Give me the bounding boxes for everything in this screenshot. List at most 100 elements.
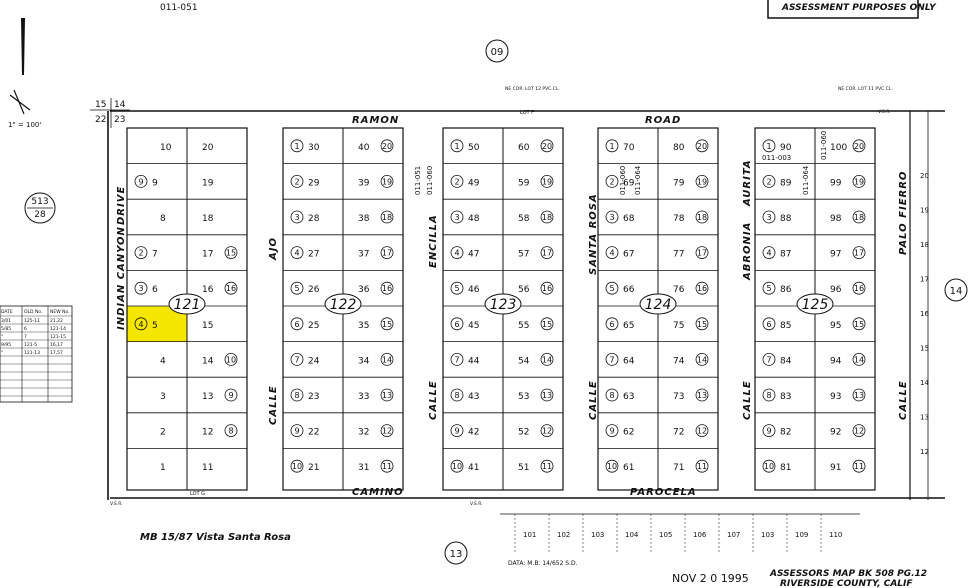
block-label-oval [168, 293, 206, 315]
block-label-oval [484, 293, 522, 315]
parcel-circle [605, 210, 619, 224]
parcel-circle-number: 14 [382, 355, 392, 364]
street-encilla: ENCILLA [428, 214, 439, 268]
page-circle-right: 14 [944, 278, 968, 302]
parcel-circle-number: 20 [382, 142, 392, 151]
legend-cell: 17,57 [50, 350, 63, 356]
parcel-circle-number: 17 [382, 249, 392, 258]
parcel-circle [852, 210, 866, 224]
parcel-circle [540, 317, 554, 331]
parcel-circle-number: 6 [609, 320, 614, 329]
legend-cell: 3/01 [1, 318, 11, 324]
subdivision-label: MB 15/87 Vista Santa Rosa [140, 532, 291, 543]
parcel-circle [605, 459, 619, 473]
lot-number: 63 [623, 392, 634, 402]
lot-number: 95 [830, 321, 841, 331]
parcel-circle-number: 15 [854, 320, 864, 329]
parcel-circle [450, 388, 464, 402]
lot-number: 89 [780, 178, 792, 188]
parcel-circle [290, 388, 304, 402]
parcel-circle-number: 11 [854, 462, 864, 471]
legend-header-new: NEW No. [50, 309, 70, 315]
lot-number: 56 [518, 285, 530, 295]
parcel-circle-number: 2 [138, 249, 143, 258]
lot-number: 72 [673, 428, 684, 438]
parcel-circle-number: 17 [697, 249, 707, 258]
parcel-circle [540, 139, 554, 153]
parcel-circle-number: 16 [697, 284, 707, 293]
lot-number: 9 [152, 178, 158, 188]
parcel-circle [380, 317, 394, 331]
parcel-circle-number: 9 [138, 177, 143, 186]
parcel-circle [762, 352, 776, 366]
street-santa-rosa: SANTA ROSA [588, 193, 599, 275]
lot-number: 30 [308, 143, 320, 153]
lot-number: 51 [518, 463, 529, 473]
parcel-circle-number: 14 [542, 355, 552, 364]
parcel-circle [380, 459, 394, 473]
parcel-circle-number: 14 [697, 355, 707, 364]
lot-number: 5 [152, 321, 158, 331]
lot-number: 43 [468, 392, 479, 402]
lot-number: 97 [830, 250, 841, 260]
parcel-circle [852, 139, 866, 153]
parcel-circle-number: 15 [226, 249, 236, 258]
parcel-circle-number: 12 [697, 427, 707, 436]
svg-text:513: 513 [31, 197, 48, 207]
vsr-label-sw: V.S.R. [110, 501, 123, 507]
lot-number: 76 [673, 285, 685, 295]
parcel-circle-number: 4 [454, 249, 459, 258]
parcel-code-6: 011-064 [802, 165, 810, 195]
parcel-circle-number: 10 [292, 462, 302, 471]
parcel-circle [762, 246, 776, 260]
block-label-oval [324, 293, 362, 315]
parcel-circle-number: 4 [609, 249, 614, 258]
legend-cell: 7 [24, 334, 27, 340]
lot-number: 2 [160, 428, 166, 438]
lot-number: 81 [780, 463, 791, 473]
map-book-ref: ASSESSORS MAP BK 508 PG.12 [769, 569, 927, 579]
parcel-circle-number: 1 [294, 142, 299, 151]
legend-cell: 125-11 [24, 318, 40, 324]
street-drive: DRIVE [116, 186, 127, 225]
parcel-circle-number: 13 [382, 391, 392, 400]
parcel-circle [762, 317, 776, 331]
lot-number: 78 [673, 214, 685, 224]
parcel-circle-number: 2 [609, 177, 614, 186]
parcel-circle-number: 9 [454, 427, 459, 436]
lot-number: 52 [518, 428, 529, 438]
lot-number: 45 [468, 321, 479, 331]
page-circle-top: 09 [485, 39, 509, 63]
lot-number: 64 [623, 356, 635, 366]
parcel-code-5: 011-003 [762, 154, 791, 162]
parcel-circle-number: 8 [228, 427, 233, 436]
parcel-circle [540, 246, 554, 260]
parcel-circle-number: 5 [609, 284, 614, 293]
parcel-code-3: 011-060 [619, 166, 627, 195]
street-calle-1: CALLE [268, 385, 279, 425]
lot-number: 46 [468, 285, 480, 295]
lot-number: 18 [202, 214, 214, 224]
parcel-circle-number: 3 [294, 213, 299, 222]
parcel-circle-number: 19 [697, 177, 707, 186]
margin-lot-number: 18 [920, 241, 929, 249]
parcel-circle [852, 388, 866, 402]
lot-number: 99 [830, 178, 842, 188]
south-lot-number: 110 [829, 531, 842, 539]
parcel-circle-number: 10 [607, 462, 617, 471]
parcel-circle [605, 174, 619, 188]
block-number: 122 [330, 297, 357, 313]
parcel-circle-number: 8 [609, 391, 614, 400]
corner-22: 22 [95, 115, 106, 125]
top-parcel-code: 011-051 [160, 3, 198, 13]
page-circle-bottom: 13 [444, 541, 468, 565]
south-lot-number: 107 [727, 531, 740, 539]
notice-text: ASSESSMENT PURPOSES ONLY [781, 3, 937, 13]
legend-header-old: OLD No. [24, 309, 42, 315]
street-camino: CAMINO [352, 487, 404, 498]
lot-number: 15 [202, 321, 213, 331]
lot-f-label: LOT F [520, 110, 534, 116]
